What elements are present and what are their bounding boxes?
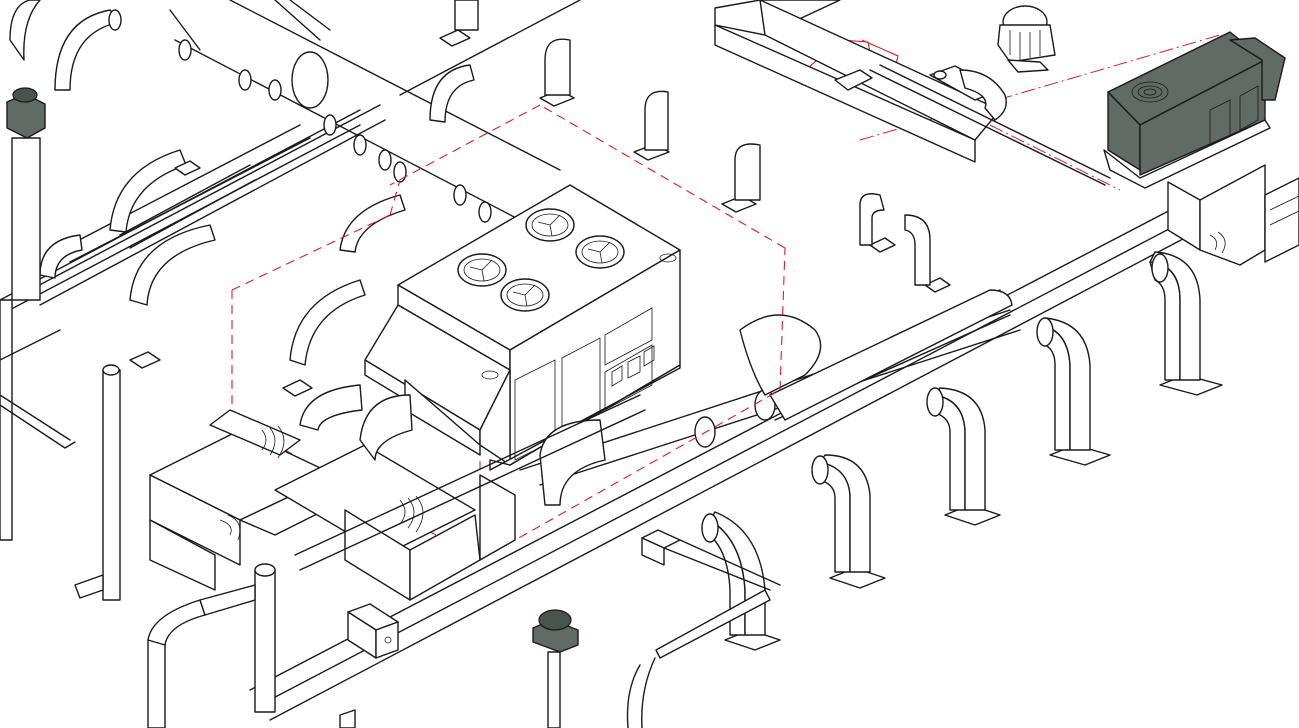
elbow-flanges-right <box>694 253 1169 543</box>
exhaust-fan-left[interactable] <box>6 87 46 301</box>
plenum-boxes[interactable] <box>149 409 516 601</box>
vertical-pipes-left[interactable] <box>0 299 276 728</box>
main-supply-duct[interactable] <box>174 0 581 221</box>
fan-icon <box>575 235 625 269</box>
round-duct-elbow-right[interactable] <box>739 289 1013 421</box>
logo-badge <box>481 370 499 380</box>
condensate-line <box>0 0 331 361</box>
exhaust-fan-front[interactable] <box>532 609 579 728</box>
junction-box-right[interactable] <box>626 529 781 728</box>
riser-elbows-top[interactable] <box>454 0 931 286</box>
control-box-front[interactable] <box>347 603 399 659</box>
fan-icon <box>457 253 507 287</box>
condensing-unit[interactable] <box>1103 31 1286 189</box>
fan-icon <box>500 278 550 312</box>
pipe-rack-left[interactable] <box>0 104 386 316</box>
rooftop-ahu[interactable] <box>364 184 681 471</box>
pipe-caps-left <box>108 9 492 223</box>
return-duct-under-ahu[interactable] <box>299 384 606 506</box>
zone-boundary <box>231 104 786 561</box>
bottom-duct[interactable] <box>294 394 646 728</box>
condensing-unit-stand <box>1167 164 1299 266</box>
fan-icon <box>525 208 575 242</box>
pipe-elbows-left[interactable] <box>9 0 475 366</box>
logo-badge <box>659 253 677 263</box>
exhaust-fan-top[interactable] <box>997 5 1056 73</box>
main-exhaust-duct-right[interactable] <box>249 204 1201 721</box>
top-duct-run[interactable] <box>714 0 1111 186</box>
condenser-fans <box>457 208 677 380</box>
